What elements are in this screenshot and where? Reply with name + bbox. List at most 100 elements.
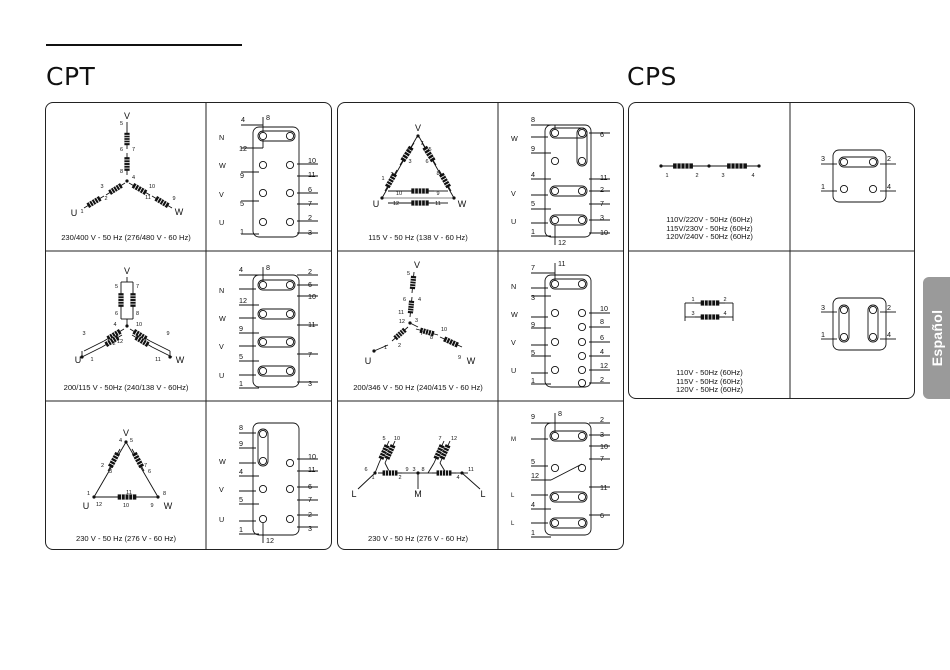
coil-winding bbox=[378, 470, 402, 476]
terminal-label: 2 bbox=[887, 154, 891, 163]
terminal-label: 12 bbox=[393, 201, 399, 207]
wire bbox=[461, 472, 481, 490]
wiring-caption: 115V/230V - 50Hz (60Hz) bbox=[666, 223, 753, 233]
terminal-label: 2 bbox=[887, 303, 891, 312]
coil-turn bbox=[116, 330, 120, 336]
terminal-label: 7 bbox=[600, 454, 604, 463]
coil-turn bbox=[389, 446, 395, 450]
terminal-post bbox=[550, 518, 560, 528]
terminal-label: 10 bbox=[600, 442, 608, 451]
terminal-label: 1 bbox=[821, 330, 825, 339]
coil-turn bbox=[113, 454, 119, 458]
coil-turn bbox=[383, 446, 389, 450]
coil-winding bbox=[409, 271, 417, 294]
coil-turn bbox=[156, 197, 160, 203]
terminal-post bbox=[285, 309, 295, 319]
coil-turn bbox=[435, 451, 441, 455]
coil-turn bbox=[111, 337, 115, 343]
coil-turn bbox=[453, 341, 457, 347]
terminal-label: 1 bbox=[371, 475, 374, 481]
terminal-label: W bbox=[511, 134, 518, 143]
terminal-post bbox=[258, 456, 268, 466]
coil-turn bbox=[164, 201, 168, 207]
wire bbox=[151, 346, 173, 358]
terminal-label: 6 bbox=[425, 159, 428, 165]
terminal-label: 9 bbox=[239, 324, 243, 333]
coil-body bbox=[130, 293, 136, 307]
terminal-label: 2 bbox=[600, 415, 604, 424]
terminal-label: 8 bbox=[430, 335, 433, 341]
coil-winding bbox=[151, 195, 173, 209]
terminal-label: 8 bbox=[266, 113, 270, 122]
terminal-label: 2 bbox=[308, 213, 312, 222]
terminal-label: 4 bbox=[241, 115, 245, 124]
terminal-label: 2 bbox=[695, 173, 698, 179]
terminal-label: 6 bbox=[600, 511, 604, 520]
terminal-label: 12 bbox=[451, 436, 457, 442]
phase-label-v: V bbox=[123, 428, 129, 438]
coil-turn bbox=[423, 148, 429, 152]
terminal-post bbox=[285, 160, 295, 170]
wiring-caption: 230/400 V - 50 Hz (276/480 V - 60 Hz) bbox=[61, 233, 191, 242]
terminal-label: 11 bbox=[398, 310, 404, 316]
terminal-label: 6 bbox=[364, 467, 367, 473]
terminal-post bbox=[258, 429, 268, 439]
language-tab[interactable]: Español bbox=[923, 277, 950, 399]
link-strap bbox=[867, 304, 879, 343]
terminal-label: 3 bbox=[721, 173, 724, 179]
terminal-label: 1 bbox=[384, 345, 387, 351]
junction-dot bbox=[659, 164, 663, 168]
coil-turn bbox=[389, 177, 395, 181]
terminal-label: 4 bbox=[600, 347, 604, 356]
terminal-label: 1 bbox=[531, 528, 535, 537]
coil-winding bbox=[433, 440, 445, 464]
coil-turn bbox=[400, 329, 405, 334]
wiring-caption: 110V - 50Hz (60Hz) bbox=[676, 368, 743, 377]
coil-turn bbox=[144, 340, 148, 346]
terminal-post bbox=[550, 308, 560, 318]
terminal-label: U bbox=[511, 217, 516, 226]
terminal-label: 11 bbox=[600, 483, 607, 492]
wire bbox=[125, 441, 159, 498]
terminal-label: 5 bbox=[115, 284, 118, 290]
terminal-label: 6 bbox=[115, 311, 118, 317]
terminal-label: W bbox=[219, 161, 226, 170]
phase-label-w: W bbox=[458, 199, 467, 209]
terminal-label: 1 bbox=[531, 227, 535, 236]
terminal-label: 7 bbox=[438, 436, 441, 442]
terminal-post bbox=[258, 160, 268, 170]
terminal-post bbox=[285, 366, 295, 376]
coil-turn bbox=[93, 198, 97, 204]
wire bbox=[374, 462, 380, 474]
terminal-post bbox=[577, 431, 587, 441]
coil-turn bbox=[443, 449, 449, 453]
terminal-label: 5 bbox=[239, 495, 243, 504]
terminal-label: 10 bbox=[441, 327, 447, 333]
terminal-post bbox=[258, 484, 268, 494]
terminal-label: 3 bbox=[100, 184, 103, 190]
terminal-label: 2 bbox=[390, 172, 393, 178]
coil-turn bbox=[444, 446, 450, 450]
terminal-post bbox=[550, 279, 560, 289]
coil-turn bbox=[109, 339, 113, 345]
terminal-label: 11 bbox=[145, 195, 151, 201]
terminal-label: 11 bbox=[126, 490, 132, 496]
junction-dot bbox=[452, 196, 456, 200]
wiring-caption: 230 V - 50 Hz (276 V - 60 Hz) bbox=[75, 534, 177, 543]
phase-label-w: W bbox=[164, 501, 173, 511]
coil-turn bbox=[401, 156, 407, 160]
wire bbox=[93, 441, 127, 498]
coil-turn bbox=[380, 451, 386, 455]
terminal-post bbox=[285, 188, 295, 198]
terminal-label: 5 bbox=[239, 352, 243, 361]
coil-turn bbox=[408, 305, 414, 307]
terminal-label: 2 bbox=[600, 375, 604, 384]
wire bbox=[427, 462, 435, 474]
